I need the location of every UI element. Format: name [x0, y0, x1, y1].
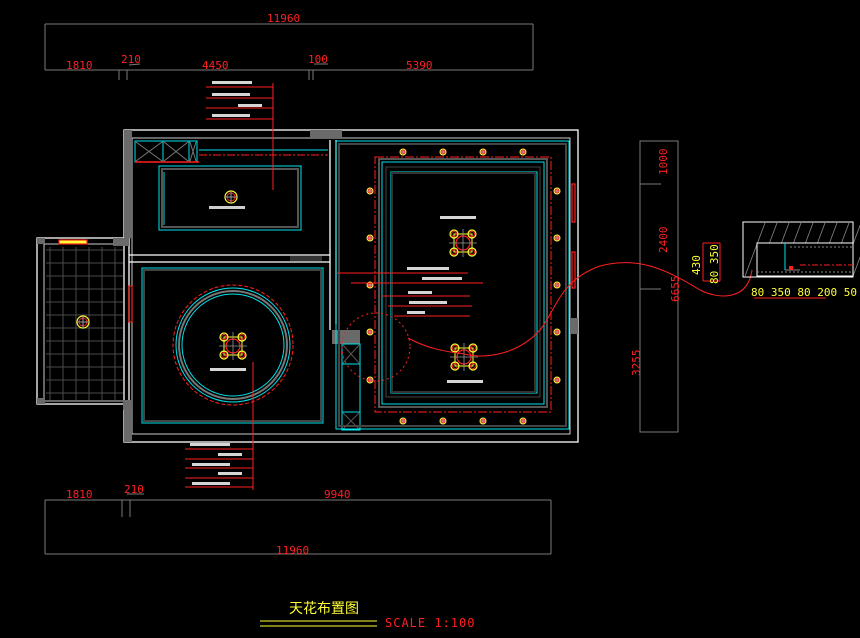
chandelier [449, 229, 477, 257]
downlight [519, 417, 527, 425]
downlight [366, 376, 374, 384]
downlight [366, 234, 374, 242]
balcony-grid [46, 247, 123, 400]
dim-right-seg-2: 2400 [657, 227, 670, 254]
downlight [519, 148, 527, 156]
dim-bottom-seg-2: 210 [124, 483, 144, 496]
drawing-title: 天花布置图 [289, 601, 359, 617]
section-detail [742, 221, 860, 278]
annotation-leaders [185, 83, 483, 490]
annotation-notes-illegible [190, 81, 483, 485]
wiring-curve [407, 262, 753, 357]
downlight [366, 328, 374, 336]
dim-top-seg-5: 5390 [406, 59, 433, 72]
dim-bottom-seg-3: 9940 [324, 488, 351, 501]
dim-top-total: 11960 [267, 12, 300, 25]
dim-top-seg-3: 4450 [202, 59, 229, 72]
dim-right-seg-3: 3255 [630, 350, 643, 377]
downlight [366, 187, 374, 195]
walls [36, 129, 579, 443]
downlight [479, 417, 487, 425]
drawing-scale: SCALE 1:100 [385, 616, 475, 630]
downlight [553, 281, 561, 289]
note-illegible [209, 206, 245, 209]
top-dimension-chain [44, 23, 534, 80]
dim-top-seg-1: 1810 [66, 59, 93, 72]
downlight [553, 234, 561, 242]
right-dimension-chain [639, 140, 679, 433]
downlight [439, 148, 447, 156]
door-swing-arc [341, 312, 411, 382]
light-top-left [224, 190, 238, 204]
dim-right-total: 6655 [669, 276, 682, 303]
dim-top-seg-4: 100 [308, 53, 328, 66]
ceiling-panel-bottom-left [141, 267, 324, 424]
chandelier [450, 343, 478, 371]
section-vertical-dim [702, 242, 721, 282]
chandeliers [219, 229, 478, 371]
wall-columns [37, 130, 578, 442]
downlights [366, 148, 561, 425]
downlight [479, 148, 487, 156]
dim-top-seg-2: 210 [121, 53, 141, 66]
dim-bottom-seg-1: 1810 [66, 488, 93, 501]
downlight [399, 417, 407, 425]
downlight [399, 148, 407, 156]
ceiling-panel-top-left [158, 165, 302, 231]
dim-bottom-total: 11960 [276, 544, 309, 557]
section-dim-430: 430 [690, 255, 703, 275]
dim-right-seg-1: 1000 [657, 149, 670, 176]
windows [58, 183, 576, 323]
balcony-light [76, 315, 90, 329]
partition-strip [341, 343, 361, 431]
section-dim-80-350: 80 350 [708, 244, 721, 284]
chandelier [219, 332, 247, 360]
downlight [553, 187, 561, 195]
section-dim-horizontal: 80 350 80 200 50 [751, 286, 857, 299]
bottom-dimension-chain [44, 493, 552, 555]
downlight [553, 376, 561, 384]
downlight [439, 417, 447, 425]
cabinet-boxes [134, 140, 328, 163]
downlight [553, 328, 561, 336]
